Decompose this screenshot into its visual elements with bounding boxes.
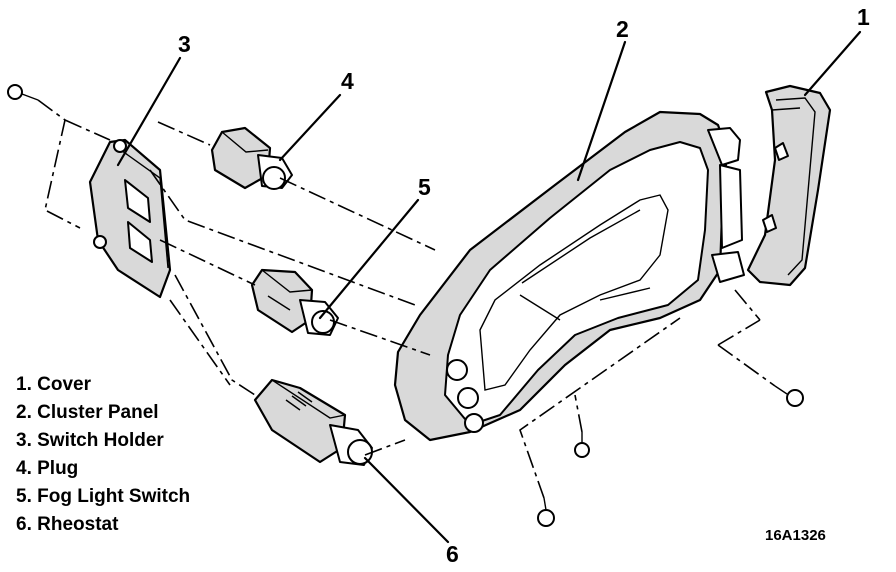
legend-item-plug: 4. Plug — [16, 458, 79, 479]
switch-holder-part — [88, 138, 172, 299]
screw-icon — [7, 84, 39, 101]
screw-icon — [574, 432, 590, 458]
callout-6: 6 — [446, 541, 459, 567]
fog-light-switch-part — [250, 268, 339, 336]
legend-item-cover: 1. Cover — [16, 374, 91, 395]
legend-item-fog-light-switch: 5. Fog Light Switch — [16, 486, 191, 507]
leader-lines — [116, 30, 862, 544]
callout-5: 5 — [418, 174, 431, 200]
assembly-lines — [37, 99, 776, 499]
callout-2: 2 — [616, 16, 629, 42]
callout-1: 1 — [857, 4, 870, 30]
rheostat-part — [253, 378, 373, 466]
parts-legend: 1. Cover 2. Cluster Panel 3. Switch Hold… — [16, 371, 190, 539]
figure-code: 16A1326 — [765, 527, 826, 544]
callout-4: 4 — [341, 68, 354, 94]
callout-3: 3 — [178, 31, 191, 57]
legend-item-switch-holder: 3. Switch Holder — [16, 430, 164, 451]
legend-item-rheostat: 6. Rheostat — [16, 514, 119, 535]
screw-icon — [537, 497, 555, 527]
screw-icon — [774, 385, 804, 407]
cluster-panel-part — [393, 110, 745, 442]
cover-part — [746, 84, 832, 287]
legend-item-cluster-panel: 2. Cluster Panel — [16, 402, 159, 423]
